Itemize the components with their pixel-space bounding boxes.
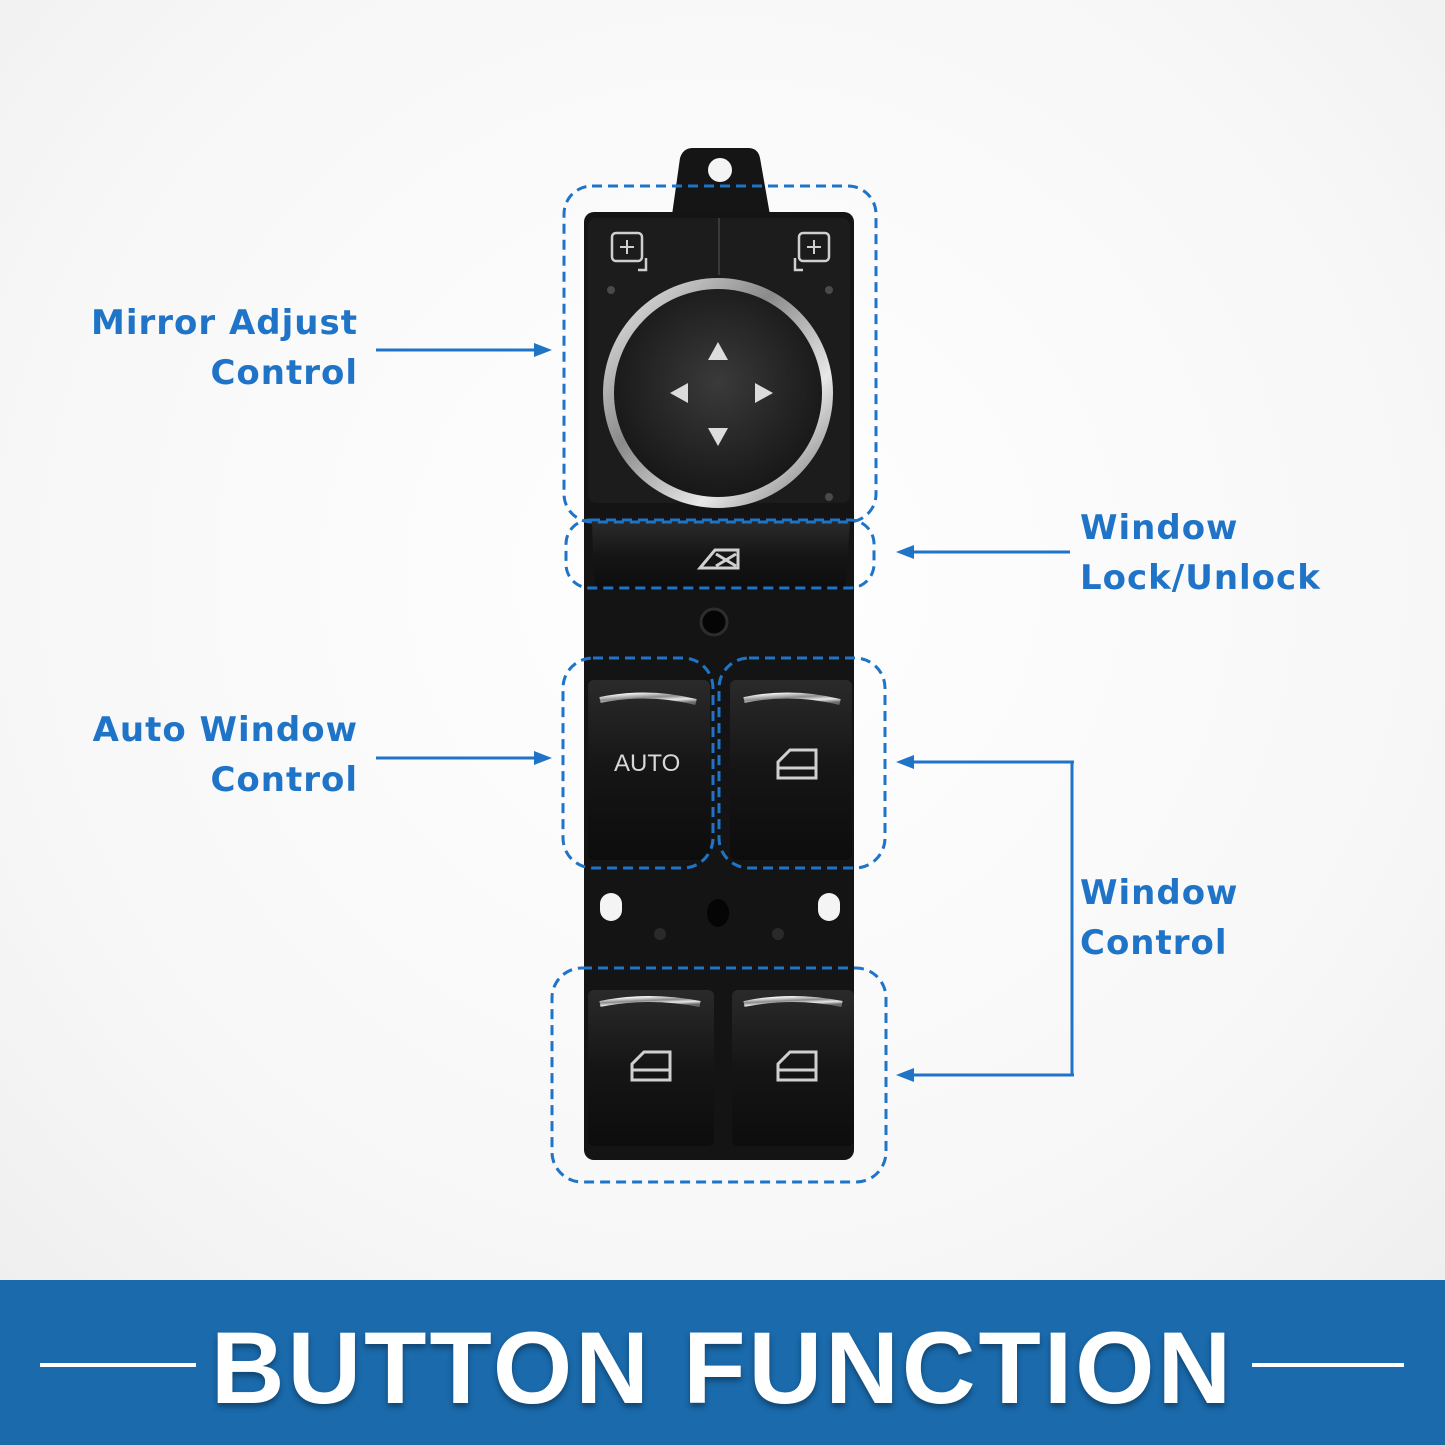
- mirror-select-right-icon[interactable]: [793, 231, 831, 272]
- rear-right-window-button[interactable]: [732, 990, 854, 1146]
- auto-button-label: AUTO: [614, 750, 681, 777]
- banner-rule-right: [1252, 1363, 1404, 1367]
- title-banner: BUTTON FUNCTION: [0, 1280, 1445, 1445]
- auto-window-button[interactable]: [588, 680, 710, 860]
- mirror-knob[interactable]: [614, 289, 822, 497]
- window-control-label: Window Control: [1080, 873, 1239, 963]
- mirror-adjust-highlight: [562, 184, 878, 524]
- window-lock-label: Window Lock/Unlock: [1080, 508, 1321, 598]
- arrow-left-icon[interactable]: [670, 383, 688, 403]
- window-lock-icon: [696, 548, 740, 570]
- rear-window-highlight: [550, 966, 888, 1184]
- indicator-led: [699, 607, 729, 637]
- arrow-up-icon[interactable]: [708, 342, 728, 360]
- mount-hole: [818, 893, 840, 921]
- arrow-down-icon[interactable]: [708, 428, 728, 446]
- auto-window-highlight: [561, 656, 715, 870]
- front-window-button[interactable]: [730, 680, 852, 860]
- banner-title: BUTTON FUNCTION: [210, 1311, 1235, 1425]
- window-lock-highlight: [564, 518, 876, 590]
- front-window-highlight: [717, 656, 887, 870]
- window-switch-illustration: [376, 148, 1074, 1184]
- mirror-select-left-icon[interactable]: [610, 231, 648, 272]
- mount-hole: [708, 158, 732, 182]
- arrow-right-icon[interactable]: [755, 383, 773, 403]
- window-icon: [776, 748, 818, 780]
- window-icon: [630, 1050, 672, 1082]
- rear-left-window-button[interactable]: [588, 990, 714, 1146]
- mirror-adjust-label: Mirror Adjust Control: [91, 303, 358, 393]
- auto-window-label: Auto Window Control: [92, 710, 358, 800]
- window-icon: [776, 1050, 818, 1082]
- banner-rule-left: [40, 1363, 196, 1367]
- mount-hole: [600, 893, 622, 921]
